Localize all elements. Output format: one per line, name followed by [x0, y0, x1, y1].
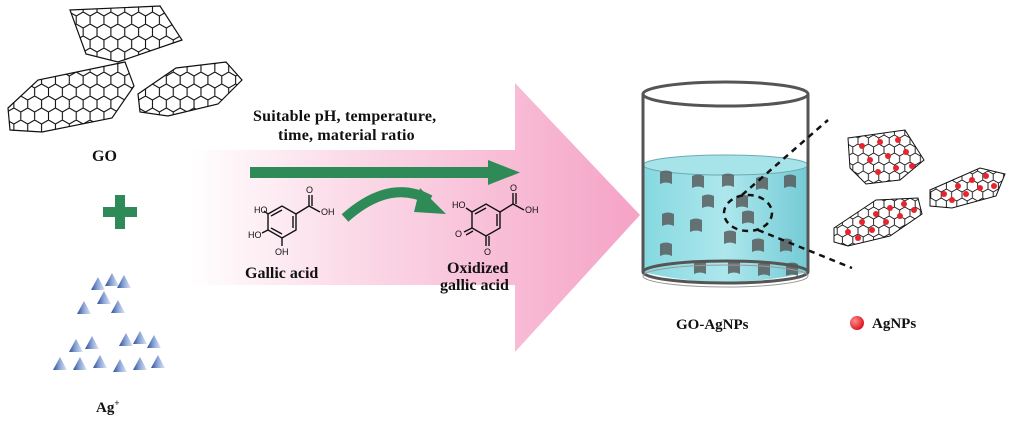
agnp-dot [901, 201, 907, 207]
go-flake [742, 210, 754, 224]
go-flake [702, 194, 714, 208]
ag-ion-icon [97, 291, 111, 304]
ag-symbol: Ag [96, 400, 115, 416]
oxidation-arrow [341, 187, 446, 222]
go-flake [736, 194, 748, 208]
agnp-dot [895, 137, 901, 143]
oxidized-o-1: O [455, 229, 462, 239]
ag-ion-icon [91, 277, 105, 290]
agnp-dot [885, 153, 891, 159]
ag-ion-icon [111, 300, 125, 313]
oxidized-o-3: O [510, 183, 517, 193]
ag-ion-icon [117, 275, 131, 288]
ag-ion-icon [133, 357, 147, 370]
ag-ion-icon [85, 336, 99, 349]
zoomed-go-agnp-sheets [833, 129, 1006, 247]
go-flake [752, 238, 764, 252]
agnp-legend-icon [850, 316, 864, 330]
agnp-dot [859, 219, 865, 225]
gallic-ho-1: HO [254, 205, 268, 215]
process-arrow [190, 83, 640, 352]
go-label: GO [92, 148, 117, 165]
dispersed-go-flakes [660, 170, 798, 276]
ag-ion-label: Ag+ [96, 398, 119, 417]
condition-text-line2: time, material ratio [278, 127, 415, 144]
agnp-dot [911, 207, 917, 213]
agnp-dot [977, 185, 983, 191]
gallic-acid-label: Gallic acid [245, 265, 319, 282]
graphene-sheet [7, 61, 135, 133]
go-graphene-sheets [7, 5, 243, 133]
plus-icon [103, 195, 137, 229]
go-flake [660, 242, 672, 256]
go-flake [692, 174, 704, 188]
agnp-dot [845, 229, 851, 235]
oxidized-label-line2: gallic acid [440, 277, 509, 294]
gallic-acid-structure: HO HO OH O OH [248, 185, 335, 257]
ag-ion-icon [119, 333, 133, 346]
ag-ion-icon [133, 331, 147, 344]
product-label: GO-AgNPs [676, 317, 749, 333]
agnp-dot [897, 213, 903, 219]
agnp-dot [949, 197, 955, 203]
zoom-indicator [722, 119, 853, 270]
agnp-dot [873, 211, 879, 217]
ag-ion-icon [151, 355, 165, 368]
go-flake [784, 174, 796, 188]
agnps-legend-label: AgNPs [872, 316, 917, 332]
ag-ion-cluster [53, 273, 165, 372]
oxidized-o-2: O [484, 247, 491, 257]
go-flake [660, 170, 672, 184]
ag-ion-icon [73, 357, 87, 370]
agnp-dot [875, 169, 881, 175]
agnp-dot [909, 163, 915, 169]
condition-arrow [250, 160, 520, 185]
gallic-oh: OH [275, 247, 289, 257]
agnp-dot [855, 235, 861, 241]
agnp-dot [991, 183, 997, 189]
gallic-o: O [306, 185, 313, 195]
agnp-dot [969, 177, 975, 183]
oxidized-ho: HO [452, 200, 466, 210]
go-flake [722, 173, 734, 187]
agnp-dot [869, 227, 875, 233]
oxidized-label-line1: Oxidized [447, 260, 509, 277]
gallic-ho-2: HO [248, 230, 262, 240]
agnp-dot [877, 139, 883, 145]
go-flake [728, 260, 740, 274]
agnp-dot [955, 183, 961, 189]
ag-charge: + [114, 398, 120, 408]
oxidized-cooh: OH [525, 205, 539, 215]
agnp-dot [903, 149, 909, 155]
go-flake [724, 230, 736, 244]
agnp-dot [893, 165, 899, 171]
graphene-sheet [137, 61, 243, 117]
agnp-dot [941, 191, 947, 197]
beaker [641, 80, 810, 288]
ag-ion-icon [113, 359, 127, 372]
agnp-dot [859, 143, 865, 149]
agnp-dots [845, 137, 997, 241]
go-flake [690, 218, 702, 232]
oxidized-gallic-acid-structure: HO O O O OH [452, 183, 539, 257]
condition-text-line1: Suitable pH, temperature, [253, 108, 437, 125]
ag-ion-icon [77, 301, 91, 314]
agnp-dot [887, 205, 893, 211]
ag-ion-icon [105, 273, 119, 286]
go-flake [758, 262, 770, 276]
ag-ion-icon [69, 339, 83, 352]
gallic-cooh: OH [321, 207, 335, 217]
decorated-sheet [833, 197, 923, 247]
graphene-sheet [69, 5, 183, 63]
agnp-dot [867, 157, 873, 163]
ag-ion-icon [53, 357, 67, 370]
agnp-dot [883, 219, 889, 225]
ag-ion-icon [93, 355, 107, 368]
go-flake [694, 260, 706, 274]
agnp-dot [983, 173, 989, 179]
agnp-dot [963, 191, 969, 197]
go-flake [662, 212, 674, 226]
ag-ion-icon [147, 335, 161, 348]
